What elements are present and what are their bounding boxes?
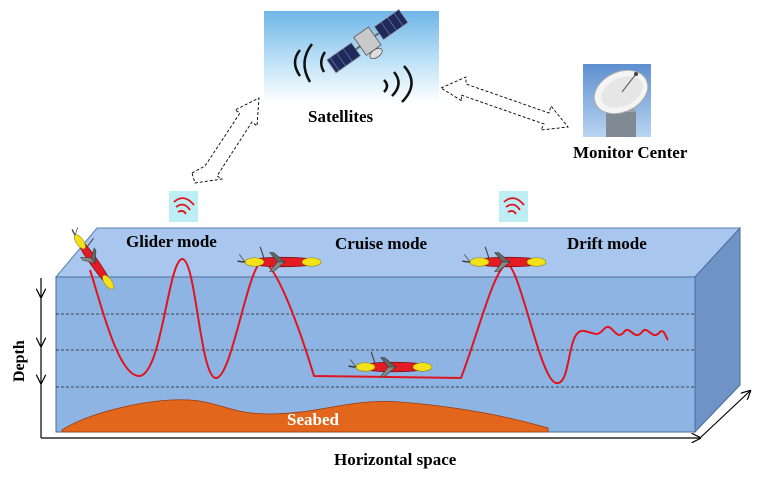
depth-label: Depth — [11, 340, 28, 382]
double-arrow-icon — [440, 76, 569, 131]
double-arrow-icon — [191, 97, 260, 184]
signal-wave-icon — [169, 191, 198, 222]
horizontal-axis — [40, 383, 750, 438]
satellite-icon — [326, 8, 409, 74]
monitor-center-image — [583, 64, 651, 137]
monitor-center-label: Monitor Center — [573, 143, 688, 162]
satellite-dish-icon — [593, 69, 649, 137]
seabed-shape — [61, 399, 549, 433]
signal-wave-icon — [499, 191, 528, 222]
satellites-label: Satellites — [308, 107, 374, 126]
drift-mode-label: Drift mode — [567, 234, 647, 253]
cruise-mode-label: Cruise mode — [335, 234, 428, 253]
glider-mode-label: Glider mode — [126, 232, 217, 251]
horizontal-space-label: Horizontal space — [334, 450, 457, 469]
seabed-label: Seabed — [287, 410, 340, 429]
satellite-image — [264, 8, 439, 103]
vehicle-trajectory — [89, 257, 669, 384]
signal-wave-icon — [293, 43, 413, 103]
